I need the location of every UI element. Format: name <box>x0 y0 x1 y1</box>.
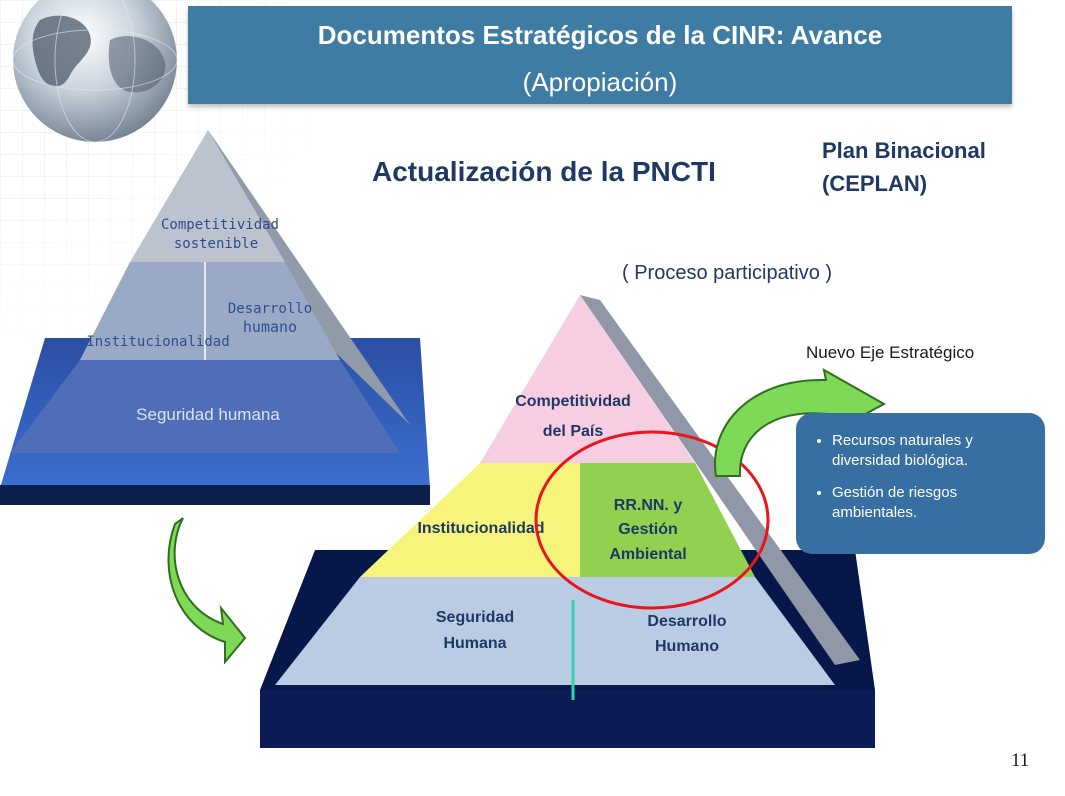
plan-binacional: Plan Binacional (CEPLAN) <box>822 134 986 200</box>
right-base-right-label-2: Humano <box>655 638 719 655</box>
left-top-label-1: Competitividad <box>161 217 279 233</box>
left-pyramid: Competitividad sostenible Institucionali… <box>0 130 430 505</box>
main-heading: Actualización de la PNCTI <box>372 156 716 187</box>
left-pyramid-side <box>208 130 410 425</box>
right-middle-right-label-3: Ambiental <box>609 546 686 563</box>
right-pyramid-base <box>275 577 835 685</box>
right-top-label-2: del País <box>543 423 604 440</box>
right-pyramid-middle-right <box>580 463 755 577</box>
left-pyramid-top <box>130 130 285 262</box>
left-top-label-2: sostenible <box>174 236 258 252</box>
info-item-2: Gestión de riesgos ambientales. <box>832 483 1033 523</box>
process-note: ( Proceso participativo ) <box>622 262 833 284</box>
green-curved-arrow-icon <box>167 517 247 664</box>
right-middle-left-label: Institucionalidad <box>417 520 544 537</box>
right-pyramid: Competitividad del País Institucionalida… <box>260 295 875 748</box>
globe-icon <box>12 0 178 143</box>
right-base-left-label-2: Humana <box>443 635 506 652</box>
info-item-1: Recursos naturales y diversidad biológic… <box>832 431 1033 471</box>
right-middle-right-label-1: RR.NN. y <box>614 497 683 514</box>
left-pyramid-middle <box>80 262 340 360</box>
right-top-label-1: Competitividad <box>515 393 631 410</box>
left-pyramid-base <box>10 360 400 453</box>
left-middle-right-label-2: humano <box>243 318 297 336</box>
slide-subtitle: (Apropiación) <box>522 67 678 97</box>
right-base-right-label-1: Desarrollo <box>647 613 726 630</box>
page-number: 11 <box>1011 750 1030 771</box>
green-curved-arrow-icon <box>714 368 887 477</box>
plan-line-1: Plan Binacional <box>822 138 986 163</box>
left-middle-right-label-1: Desarrollo <box>228 301 312 317</box>
highlight-circle <box>534 430 770 610</box>
right-pyramid-middle-left <box>360 463 580 577</box>
left-middle-left-label: Institucionalidad <box>86 334 229 350</box>
right-pyramid-side <box>580 295 860 665</box>
right-pyramid-top <box>480 295 695 463</box>
plan-line-2: (CEPLAN) <box>822 171 928 196</box>
slide-title: Documentos Estratégicos de la CINR: Avan… <box>317 20 883 50</box>
new-axis-box: Recursos naturales y diversidad biológic… <box>796 413 1045 554</box>
right-pyramid-platform-edge <box>260 690 875 748</box>
right-base-left-label-1: Seguridad <box>436 609 514 626</box>
new-axis-label: Nuevo Eje Estratégico <box>806 343 975 362</box>
left-base-label: Seguridad humana <box>136 405 280 424</box>
right-middle-right-label-2: Gestión <box>618 521 678 538</box>
left-pyramid-platform-edge <box>0 485 430 505</box>
title-bar: Documentos Estratégicos de la CINR: Avan… <box>188 6 1012 104</box>
